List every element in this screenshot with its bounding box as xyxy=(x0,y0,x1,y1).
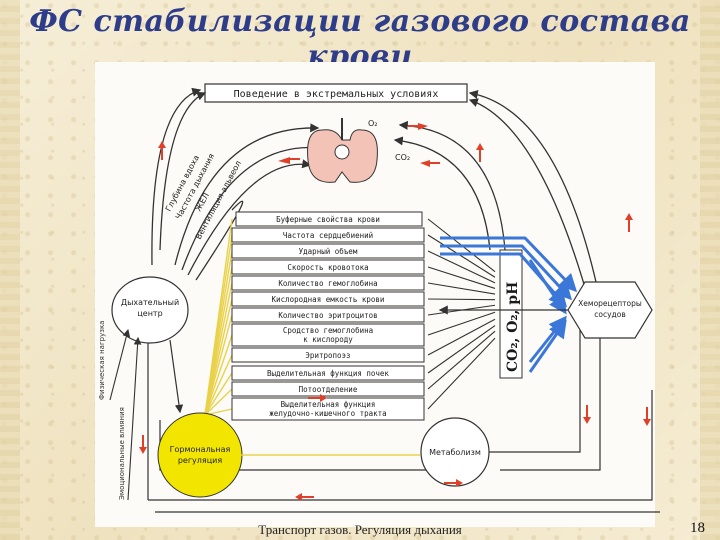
behavior-box: Поведение в экстремальных условиях xyxy=(204,83,468,103)
list-item-label: Буферные свойства крови xyxy=(276,215,380,224)
left-influence-arrows xyxy=(109,328,142,501)
list-item-label: Частота сердцебиений xyxy=(283,231,373,240)
hormonal-line xyxy=(204,354,233,416)
resp-center-line2: центр xyxy=(137,309,162,318)
list-item-box xyxy=(231,259,425,275)
external-influence-labels: Физическая нагрузка Эмоциональные влияни… xyxy=(98,321,126,500)
list-to-bus-arrows xyxy=(427,218,496,410)
chemo-line1: Хеморецепторы xyxy=(578,299,642,308)
respiratory-center: Дыхательный центр xyxy=(111,276,189,344)
vascular-chemoreceptors: Хеморецепторы сосудов xyxy=(567,281,653,339)
hormonal-line xyxy=(204,314,233,416)
list-item-label: Эритропоэз xyxy=(305,351,350,360)
page-number: 18 xyxy=(690,520,705,536)
blood-gas-label: CO₂, O₂, pH xyxy=(505,282,521,372)
list-link-arrow xyxy=(427,266,496,289)
hormonal-line2: регуляция xyxy=(178,456,223,465)
hormonal-influence-lines xyxy=(204,218,233,416)
left-label-1: Физическая нагрузка xyxy=(98,321,106,400)
list-link-arrow xyxy=(427,234,496,278)
blue-chemo-arrows xyxy=(440,236,578,373)
blood-gas-label-box: CO₂, O₂, pH xyxy=(499,249,523,379)
list-item-box xyxy=(231,275,425,291)
list-item-box xyxy=(231,365,425,381)
list-item-box xyxy=(231,243,425,259)
slide-footer: Транспорт газов. Регуляция дыхания xyxy=(258,522,462,537)
right-border-rail xyxy=(700,0,720,540)
list-link-arrow xyxy=(427,337,496,410)
list-link-arrow xyxy=(427,250,496,284)
list-link-arrow xyxy=(427,282,496,295)
chemo-line2: сосудов xyxy=(594,310,625,319)
list-item-label: Количество эритроцитов xyxy=(278,311,377,320)
list-link-arrow xyxy=(427,325,496,374)
list-item-label: Выделительная функция почек xyxy=(267,369,389,378)
list-item-box xyxy=(231,397,425,421)
list-item-box xyxy=(235,211,423,227)
lungs-o2-label: O₂ xyxy=(368,119,378,128)
list-item-box xyxy=(231,347,425,363)
list-link-arrow xyxy=(427,330,496,390)
hormonal-line1: Гормональная xyxy=(170,445,231,454)
list-link-arrow xyxy=(427,311,496,336)
resp-center-line1: Дыхательный xyxy=(121,298,179,307)
hormonal-line xyxy=(204,334,233,416)
list-item-label: Количество гемоглобина xyxy=(278,279,377,288)
list-item-box xyxy=(231,227,425,243)
left-label-2: Эмоциональные влияния xyxy=(118,407,126,500)
list-item-box xyxy=(231,307,425,323)
hormonal-line xyxy=(204,372,233,416)
behavior-arrows xyxy=(151,87,601,306)
hormonal-line xyxy=(204,388,233,416)
list-item-box xyxy=(231,323,425,347)
behavior-box-label: Поведение в экстремальных условиях xyxy=(234,89,439,100)
metabolism-node: Метаболизм xyxy=(420,417,490,487)
red-direction-arrows xyxy=(139,123,651,501)
lungs-icon xyxy=(307,118,378,183)
list-item-label: Скорость кровотока xyxy=(287,263,368,272)
list-link-arrow xyxy=(427,318,496,356)
list-item-box xyxy=(231,381,425,397)
list-item-box xyxy=(231,291,425,307)
metabolism-label: Метаболизм xyxy=(429,448,481,457)
list-item-label: Ударный объем xyxy=(299,247,358,256)
hormonal-regulation: Гормональная регуляция xyxy=(157,412,243,498)
lungs-co2-label: CO₂ xyxy=(395,153,410,162)
list-item-label: Кислородная емкость крови xyxy=(272,295,385,304)
list-link-arrow xyxy=(427,298,496,301)
left-border-rail xyxy=(0,0,20,540)
list-item-label: Потоотделение xyxy=(299,385,358,394)
